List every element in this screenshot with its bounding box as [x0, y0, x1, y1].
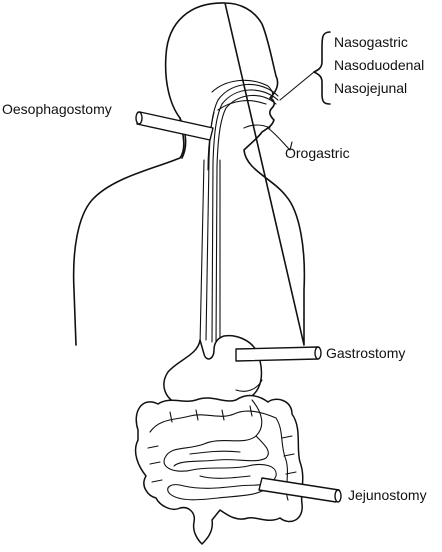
- gastrostomy-tube: [235, 346, 319, 362]
- nasal-tube-3: [215, 94, 277, 347]
- orogastric-leader: [289, 141, 293, 151]
- gastrostomy-tube-end: [314, 346, 322, 360]
- nasal-bracket-leader: [279, 71, 315, 101]
- palate: [217, 100, 267, 111]
- label-oesophagostomy: Oesophagostomy: [2, 101, 112, 117]
- label-orogastric: Orogastric: [285, 145, 350, 161]
- nasal-labels-bracket: [313, 31, 331, 105]
- orogastric-tube: [267, 127, 291, 151]
- oesophagostomy-tube: [136, 111, 214, 141]
- label-gastrostomy: Gastrostomy: [326, 345, 405, 361]
- body-outline: [72, 2, 306, 346]
- label-nasoduodenal: Nasoduodenal: [334, 57, 424, 73]
- label-nasojejunal: Nasojejunal: [334, 80, 407, 96]
- nasal-tube-2: [211, 89, 279, 343]
- small-intestine-2: [173, 435, 269, 479]
- oesophagostomy-tube-end: [135, 111, 143, 125]
- colon-inner: [149, 410, 289, 501]
- pylorus: [235, 379, 263, 392]
- nasal-cavity: [211, 79, 274, 99]
- oesophagus-left: [199, 159, 205, 346]
- label-nasogastric: Nasogastric: [334, 34, 408, 50]
- mouth-line: [243, 124, 271, 129]
- nasal-tube-1: [205, 83, 279, 341]
- colon: [134, 394, 304, 545]
- jejunostomy-tube-end: [334, 489, 342, 503]
- label-jejunostomy: Jejunostomy: [348, 487, 427, 503]
- jejunostomy-tube: [258, 477, 340, 503]
- small-intestine: [163, 399, 277, 501]
